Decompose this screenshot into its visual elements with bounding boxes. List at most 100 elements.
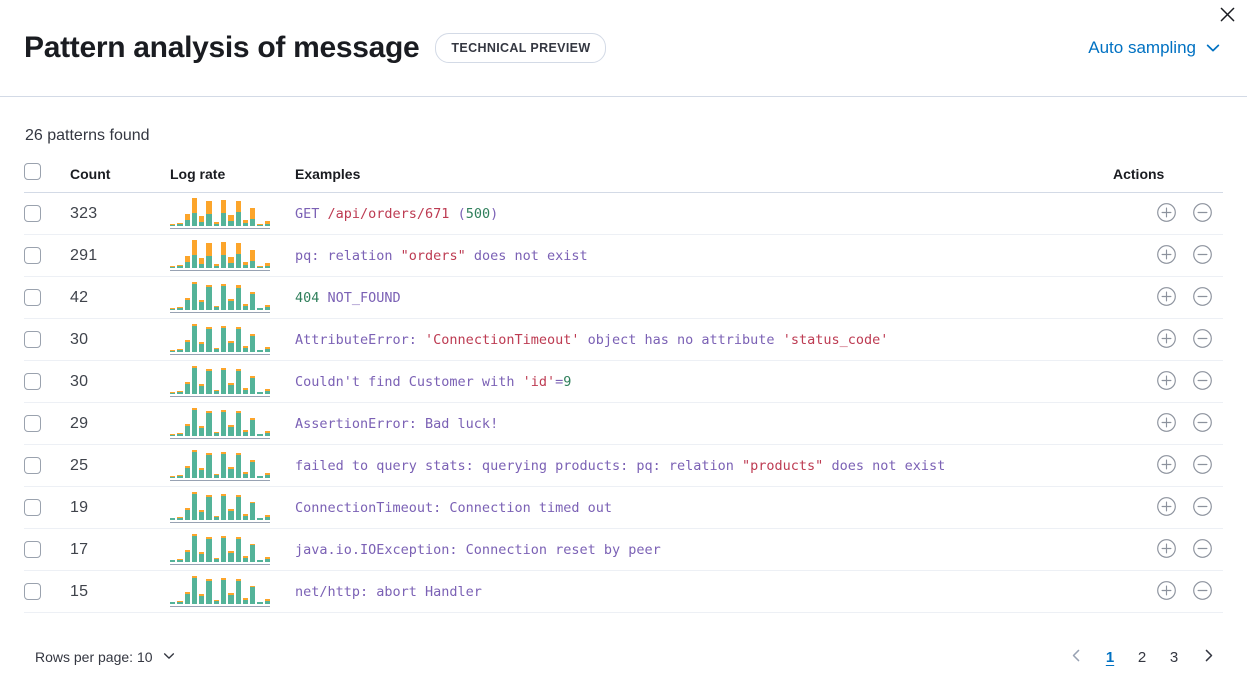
sparkline-segment-baseline xyxy=(242,515,249,520)
sparkline-segment-baseline xyxy=(250,419,256,436)
sparkline-bar xyxy=(191,324,198,352)
filter-for-value-button[interactable] xyxy=(1155,412,1177,435)
filter-out-value-button[interactable] xyxy=(1191,454,1213,477)
sparkline-segment-deviation xyxy=(184,382,190,384)
table-row[interactable]: 15 net/http: abort Handler xyxy=(24,570,1223,613)
row-checkbox[interactable] xyxy=(24,205,41,222)
sparkline-segment-baseline xyxy=(199,511,205,520)
auto-sampling-button[interactable]: Auto sampling xyxy=(1086,34,1223,62)
sparkline-segment-baseline xyxy=(191,451,198,478)
example-token: java.io.IOException: Connection reset by… xyxy=(295,541,661,558)
row-checkbox[interactable] xyxy=(24,373,41,390)
select-all-checkbox[interactable] xyxy=(24,163,41,180)
sparkline-bar xyxy=(191,408,198,436)
row-checkbox[interactable] xyxy=(24,541,41,558)
sparkline-segment-baseline xyxy=(206,538,212,562)
sparkline-segment-baseline xyxy=(177,434,183,436)
sparkline-segment-deviation xyxy=(191,198,198,214)
sparkline-bar xyxy=(220,242,227,268)
filter-for-value-button[interactable] xyxy=(1155,286,1177,309)
sparkline-bar xyxy=(264,473,270,478)
sparkline-bar xyxy=(242,262,249,268)
sparkline-bar xyxy=(250,585,256,604)
filter-out-value-button[interactable] xyxy=(1191,412,1213,435)
sparkline-bar xyxy=(184,256,190,268)
pagination-page-3[interactable]: 3 xyxy=(1161,642,1187,672)
filter-for-value-button[interactable] xyxy=(1155,538,1177,561)
pagination-next-button[interactable] xyxy=(1193,642,1223,672)
sparkline-bar xyxy=(235,537,241,562)
filter-out-value-button[interactable] xyxy=(1191,202,1213,225)
sparkline-segment-baseline xyxy=(228,220,234,226)
sparkline-bar xyxy=(206,579,212,604)
sparkline-bar xyxy=(257,433,263,436)
filter-for-value-button[interactable] xyxy=(1155,370,1177,393)
row-log-rate-cell xyxy=(170,318,295,361)
filter-out-value-button[interactable] xyxy=(1191,328,1213,351)
filter-for-value-button[interactable] xyxy=(1155,202,1177,225)
filter-out-value-button[interactable] xyxy=(1191,286,1213,309)
sparkline-segment-baseline xyxy=(184,299,190,310)
row-example-cell: ConnectionTimeout: Connection timed out xyxy=(295,486,1113,529)
filter-for-value-button[interactable] xyxy=(1155,328,1177,351)
pagination-previous-button[interactable] xyxy=(1061,642,1091,672)
sparkline-segment-baseline xyxy=(264,558,270,562)
row-checkbox[interactable] xyxy=(24,331,41,348)
row-count: 15 xyxy=(70,570,170,613)
sparkline-segment-baseline xyxy=(235,538,241,562)
sparkline-segment-baseline xyxy=(250,461,256,478)
sparkline-segment-deviation xyxy=(177,600,183,603)
log-rate-sparkline xyxy=(170,198,270,229)
row-actions-cell xyxy=(1113,234,1223,277)
rows-per-page-selector[interactable]: Rows per page: 10 xyxy=(24,648,182,667)
row-checkbox[interactable] xyxy=(24,415,41,432)
row-checkbox[interactable] xyxy=(24,289,41,306)
sparkline-segment-deviation xyxy=(220,242,227,255)
example-token: = xyxy=(555,373,564,390)
filter-out-value-button[interactable] xyxy=(1191,496,1213,519)
sparkline-bar xyxy=(213,221,219,226)
row-checkbox[interactable] xyxy=(24,499,41,516)
example-text: net/http: abort Handler xyxy=(295,584,1113,600)
column-header-examples[interactable]: Examples xyxy=(295,163,1113,193)
sparkline-segment-baseline xyxy=(228,262,234,268)
pagination-page-2[interactable]: 2 xyxy=(1129,642,1155,672)
filter-out-value-button[interactable] xyxy=(1191,580,1213,603)
sparkline-bar xyxy=(191,450,198,478)
filter-out-value-button[interactable] xyxy=(1191,538,1213,561)
filter-out-value-button[interactable] xyxy=(1191,370,1213,393)
column-header-log-rate[interactable]: Log rate xyxy=(170,163,295,193)
sparkline-segment-deviation xyxy=(206,369,212,372)
pagination-page-1[interactable]: 1 xyxy=(1097,642,1123,672)
filter-for-value-button[interactable] xyxy=(1155,244,1177,268)
sparkline-segment-baseline xyxy=(184,341,190,352)
filter-for-value-button[interactable] xyxy=(1155,580,1177,603)
sparkline-segment-deviation xyxy=(191,324,198,326)
column-header-count[interactable]: Count xyxy=(70,163,170,193)
row-checkbox[interactable] xyxy=(24,247,41,264)
sparkline-bar xyxy=(213,473,219,478)
sparkline-bar xyxy=(170,602,176,604)
row-checkbox[interactable] xyxy=(24,457,41,474)
plus-in-circle-icon xyxy=(1156,244,1177,268)
filter-for-value-button[interactable] xyxy=(1155,496,1177,519)
sparkline-segment-baseline xyxy=(213,307,219,310)
filter-for-value-button[interactable] xyxy=(1155,454,1177,477)
sparkline-segment-baseline xyxy=(199,595,205,604)
row-checkbox[interactable] xyxy=(24,583,41,600)
row-actions xyxy=(1113,487,1223,528)
filter-out-value-button[interactable] xyxy=(1191,244,1213,267)
example-token: NOT_FOUND xyxy=(319,289,401,306)
sparkline-segment-deviation xyxy=(199,216,205,222)
close-button[interactable] xyxy=(1213,2,1241,30)
sparkline-segment-deviation xyxy=(213,221,219,225)
